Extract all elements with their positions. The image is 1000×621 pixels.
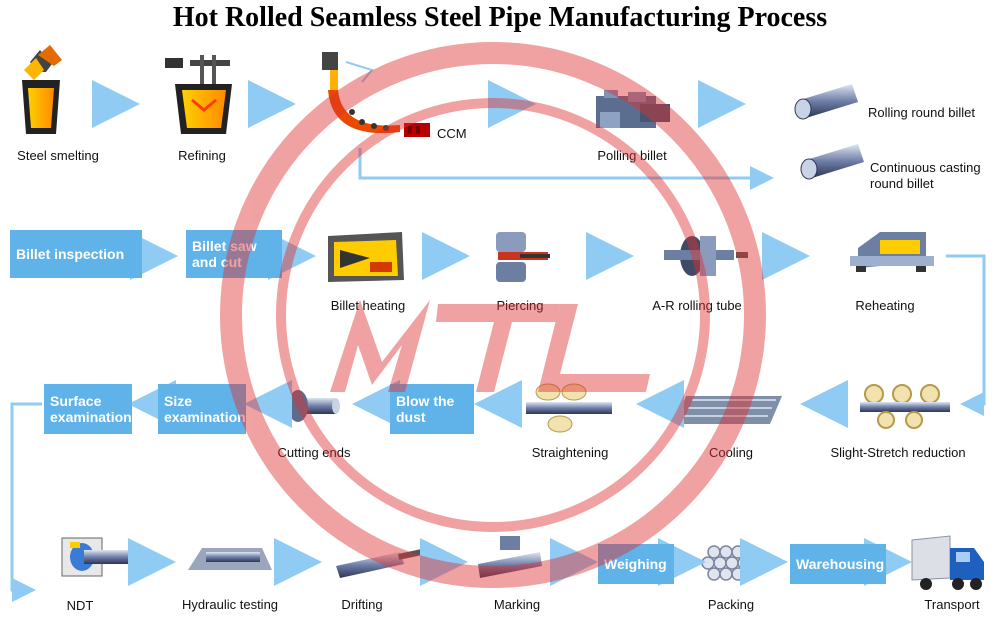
label-steel-smelting: Steel smelting — [17, 148, 99, 163]
cutting-ends-icon — [282, 390, 340, 422]
label-transport: Transport — [924, 597, 980, 612]
label-drifting: Drifting — [341, 597, 383, 612]
label-polling-billet: Polling billet — [597, 148, 667, 163]
ccm-icon — [322, 52, 430, 137]
label-billet-heating: Billet heating — [330, 298, 406, 313]
size-examination-box: Size examination — [158, 384, 246, 434]
drifting-icon — [336, 546, 435, 578]
steel-smelting-icon — [22, 45, 62, 134]
polling-billet-icon — [596, 90, 670, 128]
packing-icon — [701, 545, 751, 581]
ndt-icon — [61, 537, 138, 577]
ar-rolling-tube-icon — [664, 236, 748, 276]
slight-stretch-reduction-icon — [860, 384, 950, 429]
surface-examination-box: Surface examination — [44, 384, 132, 434]
label-ndt: NDT — [66, 598, 94, 613]
label-slight-stretch-reduction: Slight-Stretch reduction — [830, 445, 966, 460]
label-piercing: Piercing — [496, 298, 544, 313]
label-hydraulic-testing: Hydraulic testing — [181, 597, 279, 612]
label-ccm: CCM — [437, 126, 467, 141]
refining-icon — [165, 55, 232, 134]
marking-icon — [478, 536, 542, 578]
page-title: Hot Rolled Seamless Steel Pipe Manufactu… — [172, 2, 828, 33]
transport-truck-icon — [911, 535, 984, 590]
label-reheating: Reheating — [855, 298, 915, 313]
label-refining: Refining — [178, 148, 226, 163]
blow-the-dust-box: Blow the dust — [390, 384, 474, 434]
cooling-icon — [676, 396, 782, 424]
label-cutting-ends: Cutting ends — [277, 445, 351, 460]
label-continuous-casting-round-billet: Continuous casting round billet — [870, 160, 981, 191]
straightening-icon — [526, 383, 612, 433]
billet-inspection-box: Billet inspection — [10, 230, 142, 278]
continuous-casting-billet-icon — [800, 144, 864, 180]
reheating-icon — [850, 232, 934, 272]
weighing-box: Weighing — [598, 544, 674, 584]
label-ar-rolling-tube: A-R rolling tube — [652, 298, 742, 313]
rolling-round-billet-icon — [794, 84, 858, 120]
billet-saw-and-cut-box: Billet saw and cut — [186, 230, 282, 278]
label-cooling: Cooling — [708, 445, 754, 460]
label-rolling-round-billet: Rolling round billet — [868, 105, 975, 120]
billet-heating-icon — [328, 232, 404, 282]
label-packing: Packing — [707, 597, 755, 612]
label-straightening: Straightening — [531, 445, 609, 460]
piercing-icon — [496, 232, 550, 282]
hydraulic-testing-icon — [188, 548, 272, 570]
warehousing-box: Warehousing — [790, 544, 886, 584]
label-marking: Marking — [493, 597, 541, 612]
